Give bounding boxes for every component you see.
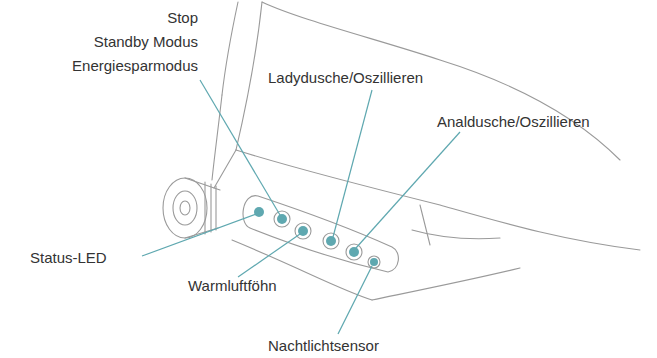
callout-label: Status-LED	[30, 249, 107, 267]
callout-label: Nachtlichtsensor	[268, 337, 379, 355]
callout-label: Ladydusche/Oszillieren	[268, 69, 423, 87]
callout-label: Energiesparmodus	[72, 57, 198, 75]
callout-label: Warmluftföhn	[188, 277, 277, 295]
callout-label: Standby Modus	[94, 33, 198, 51]
callout-label: Stop	[167, 9, 198, 27]
callout-label: Analdusche/Oszillieren	[437, 113, 590, 131]
